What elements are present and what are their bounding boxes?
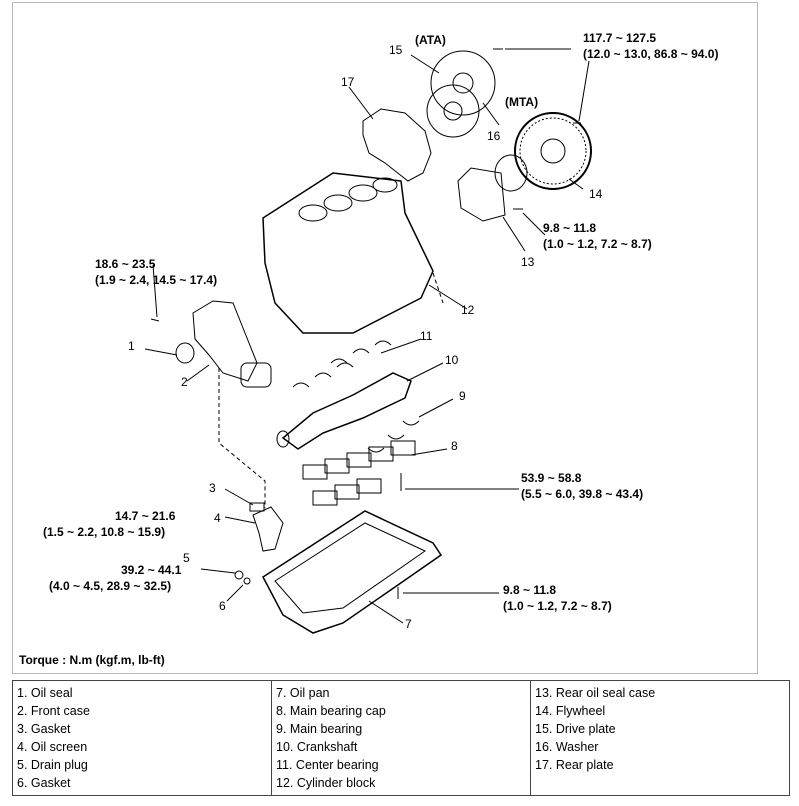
legend-item: 9. Main bearing xyxy=(276,722,363,736)
legend-item: 7. Oil pan xyxy=(276,686,330,700)
diagram-drawing xyxy=(144,48,592,634)
callout-5: 5 xyxy=(183,551,190,565)
callout-6: 6 xyxy=(219,599,226,613)
block-bores xyxy=(298,177,398,222)
legend-item: 13. Rear oil seal case xyxy=(535,686,656,700)
callout-12: 12 xyxy=(461,303,475,317)
parts-legend-table: 1. Oil seal 2. Front case 3. Gasket 4. O… xyxy=(12,680,790,796)
callout-10: 10 xyxy=(445,353,459,367)
legend-item: 12. Cylinder block xyxy=(276,776,376,790)
crankshaft xyxy=(281,372,412,450)
legend-column-3: 13. Rear oil seal case 14. Flywheel 15. … xyxy=(531,681,789,795)
ata-label: (ATA) xyxy=(415,33,446,47)
oil-screen xyxy=(252,506,284,552)
main-bearing-caps xyxy=(302,440,416,506)
upper-bearing-shells xyxy=(292,362,354,388)
front-case-torque-line2: (1.9 ~ 2.4, 14.5 ~ 17.4) xyxy=(95,273,218,287)
legend-item: 15. Drive plate xyxy=(535,722,616,736)
rear-plate xyxy=(362,108,432,182)
seal-case-torque-line1: 9.8 ~ 11.8 xyxy=(543,221,597,235)
oil-filter xyxy=(240,362,272,388)
callout-16: 16 xyxy=(487,129,501,143)
oil-pan-torque-line2: (1.0 ~ 1.2, 7.2 ~ 8.7) xyxy=(503,599,612,613)
drain-plug xyxy=(234,570,244,580)
oil-screen-torque-line1: 14.7 ~ 21.6 xyxy=(115,509,176,523)
drain-plug-gasket xyxy=(243,577,251,585)
callout-17: 17 xyxy=(341,75,355,89)
drain-plug-torque-line2: (4.0 ~ 4.5, 28.9 ~ 32.5) xyxy=(49,579,172,593)
legend-item: 5. Drain plug xyxy=(17,758,88,772)
oil-pan xyxy=(262,510,443,634)
legend-item: 10. Crankshaft xyxy=(276,740,358,754)
oil-pan-torque-line1: 9.8 ~ 11.8 xyxy=(503,583,557,597)
cylinder-block xyxy=(262,172,434,334)
callout-15: 15 xyxy=(389,43,403,57)
rear-oil-seal-case xyxy=(457,167,506,222)
front-case xyxy=(192,300,258,382)
callout-9: 9 xyxy=(459,389,466,403)
legend-item: 4. Oil screen xyxy=(17,740,88,754)
legend-item: 11. Center bearing xyxy=(276,758,379,772)
flywheel xyxy=(514,112,592,190)
drive-plate xyxy=(426,50,496,138)
front-case-bolt xyxy=(150,318,160,322)
seal-case-torque-line2: (1.0 ~ 1.2, 7.2 ~ 8.7) xyxy=(543,237,652,251)
legend-column-2: 7. Oil pan 8. Main bearing cap 9. Main b… xyxy=(272,681,531,795)
legend-item: 16. Washer xyxy=(535,740,599,754)
callout-14: 14 xyxy=(589,187,603,201)
oil-screen-torque-line2: (1.5 ~ 2.2, 10.8 ~ 15.9) xyxy=(43,525,166,539)
front-case-torque-line1: 18.6 ~ 23.5 xyxy=(95,257,156,271)
legend-column-1: 1. Oil seal 2. Front case 3. Gasket 4. O… xyxy=(13,681,272,795)
callout-3: 3 xyxy=(209,481,216,495)
main-cap-torque-line2: (5.5 ~ 6.0, 39.8 ~ 43.4) xyxy=(521,487,644,501)
legend-item: 1. Oil seal xyxy=(17,686,73,700)
mta-label: (MTA) xyxy=(505,95,539,109)
main-cap-torque-line1: 53.9 ~ 58.8 xyxy=(521,471,582,485)
drain-plug-torque-line1: 39.2 ~ 44.1 xyxy=(121,563,182,577)
torque-units-note: Torque : N.m (kgf.m, lb-ft) xyxy=(19,653,165,667)
legend-item: 3. Gasket xyxy=(17,722,71,736)
legend-item: 6. Gasket xyxy=(17,776,71,790)
callout-7: 7 xyxy=(405,617,412,631)
legend-item: 17. Rear plate xyxy=(535,758,614,772)
rear-seal-ring xyxy=(494,154,528,192)
callout-4: 4 xyxy=(214,511,221,525)
flywheel-torque-line1: 117.7 ~ 127.5 xyxy=(583,31,657,45)
legend-item: 8. Main bearing cap xyxy=(276,704,386,718)
callout-13: 13 xyxy=(521,255,535,269)
callout-8: 8 xyxy=(451,439,458,453)
callout-1: 1 xyxy=(128,339,135,353)
flywheel-torque-line2: (12.0 ~ 13.0, 86.8 ~ 94.0) xyxy=(583,47,719,61)
gasket xyxy=(249,502,265,512)
legend-item: 2. Front case xyxy=(17,704,90,718)
center-bearing-shells xyxy=(330,340,392,364)
callout-2: 2 xyxy=(181,375,188,389)
exploded-engine-diagram: 117.7 ~ 127.5 (12.0 ~ 13.0, 86.8 ~ 94.0)… xyxy=(12,2,758,674)
callout-11: 11 xyxy=(420,329,433,343)
oil-seal xyxy=(175,342,195,364)
legend-item: 14. Flywheel xyxy=(535,704,606,718)
